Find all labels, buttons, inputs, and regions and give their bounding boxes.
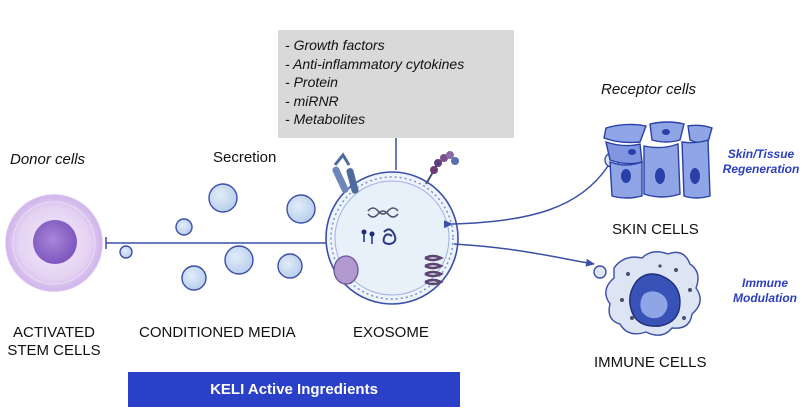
content-item-growth-factors: Growth factors — [285, 36, 514, 55]
secreted-vesicles — [119, 183, 316, 291]
conditioned-media-label: CONDITIONED MEDIA — [139, 324, 296, 341]
exosome-contents-list: Growth factors Anti-inflammatory cytokin… — [285, 36, 514, 129]
receptor-cells-label: Receptor cells — [601, 81, 697, 98]
content-item-cytokines: Anti-inflammatory cytokines — [285, 55, 514, 74]
activated-stem-cells-line1: ACTIVATED — [13, 324, 95, 341]
activated-stem-cells-line2: STEM CELLS — [7, 342, 101, 359]
immune-modulation-line1: Immune — [741, 276, 788, 290]
immune-cells-label: IMMUNE CELLS — [594, 354, 707, 371]
activated-stem-cell-icon — [5, 194, 103, 292]
skin-regeneration-label: Skin/Tissue Regeneration — [716, 147, 806, 177]
exosome-label: EXOSOME — [353, 324, 429, 341]
content-item-metabolites: Metabolites — [285, 110, 514, 129]
arrow-to-immune-cells — [453, 243, 595, 267]
exosome-icon — [325, 151, 459, 305]
immune-cells-icon — [605, 251, 701, 336]
content-item-protein: Protein — [285, 73, 514, 92]
banner-text: KELI Active Ingredients — [210, 381, 378, 398]
immune-modulation-label: Immune Modulation — [722, 276, 808, 306]
keli-active-ingredients-banner: KELI Active Ingredients — [128, 372, 460, 407]
skin-cells-label: SKIN CELLS — [612, 221, 699, 238]
secretion-label: Secretion — [213, 149, 277, 166]
skin-regeneration-line2: Regeneration — [722, 162, 800, 176]
arrow-to-skin-cells — [443, 165, 609, 229]
content-item-mirnr: miRNR — [285, 92, 514, 111]
donor-cells-label: Donor cells — [10, 151, 86, 168]
skin-cells-icon — [603, 121, 713, 199]
secretion-line — [105, 237, 326, 249]
exosome-contents-box: Growth factors Anti-inflammatory cytokin… — [278, 30, 514, 138]
activated-stem-cells-label: ACTIVATED STEM CELLS — [0, 324, 108, 360]
skin-regeneration-line1: Skin/Tissue — [727, 147, 795, 161]
immune-modulation-line2: Modulation — [733, 291, 797, 305]
